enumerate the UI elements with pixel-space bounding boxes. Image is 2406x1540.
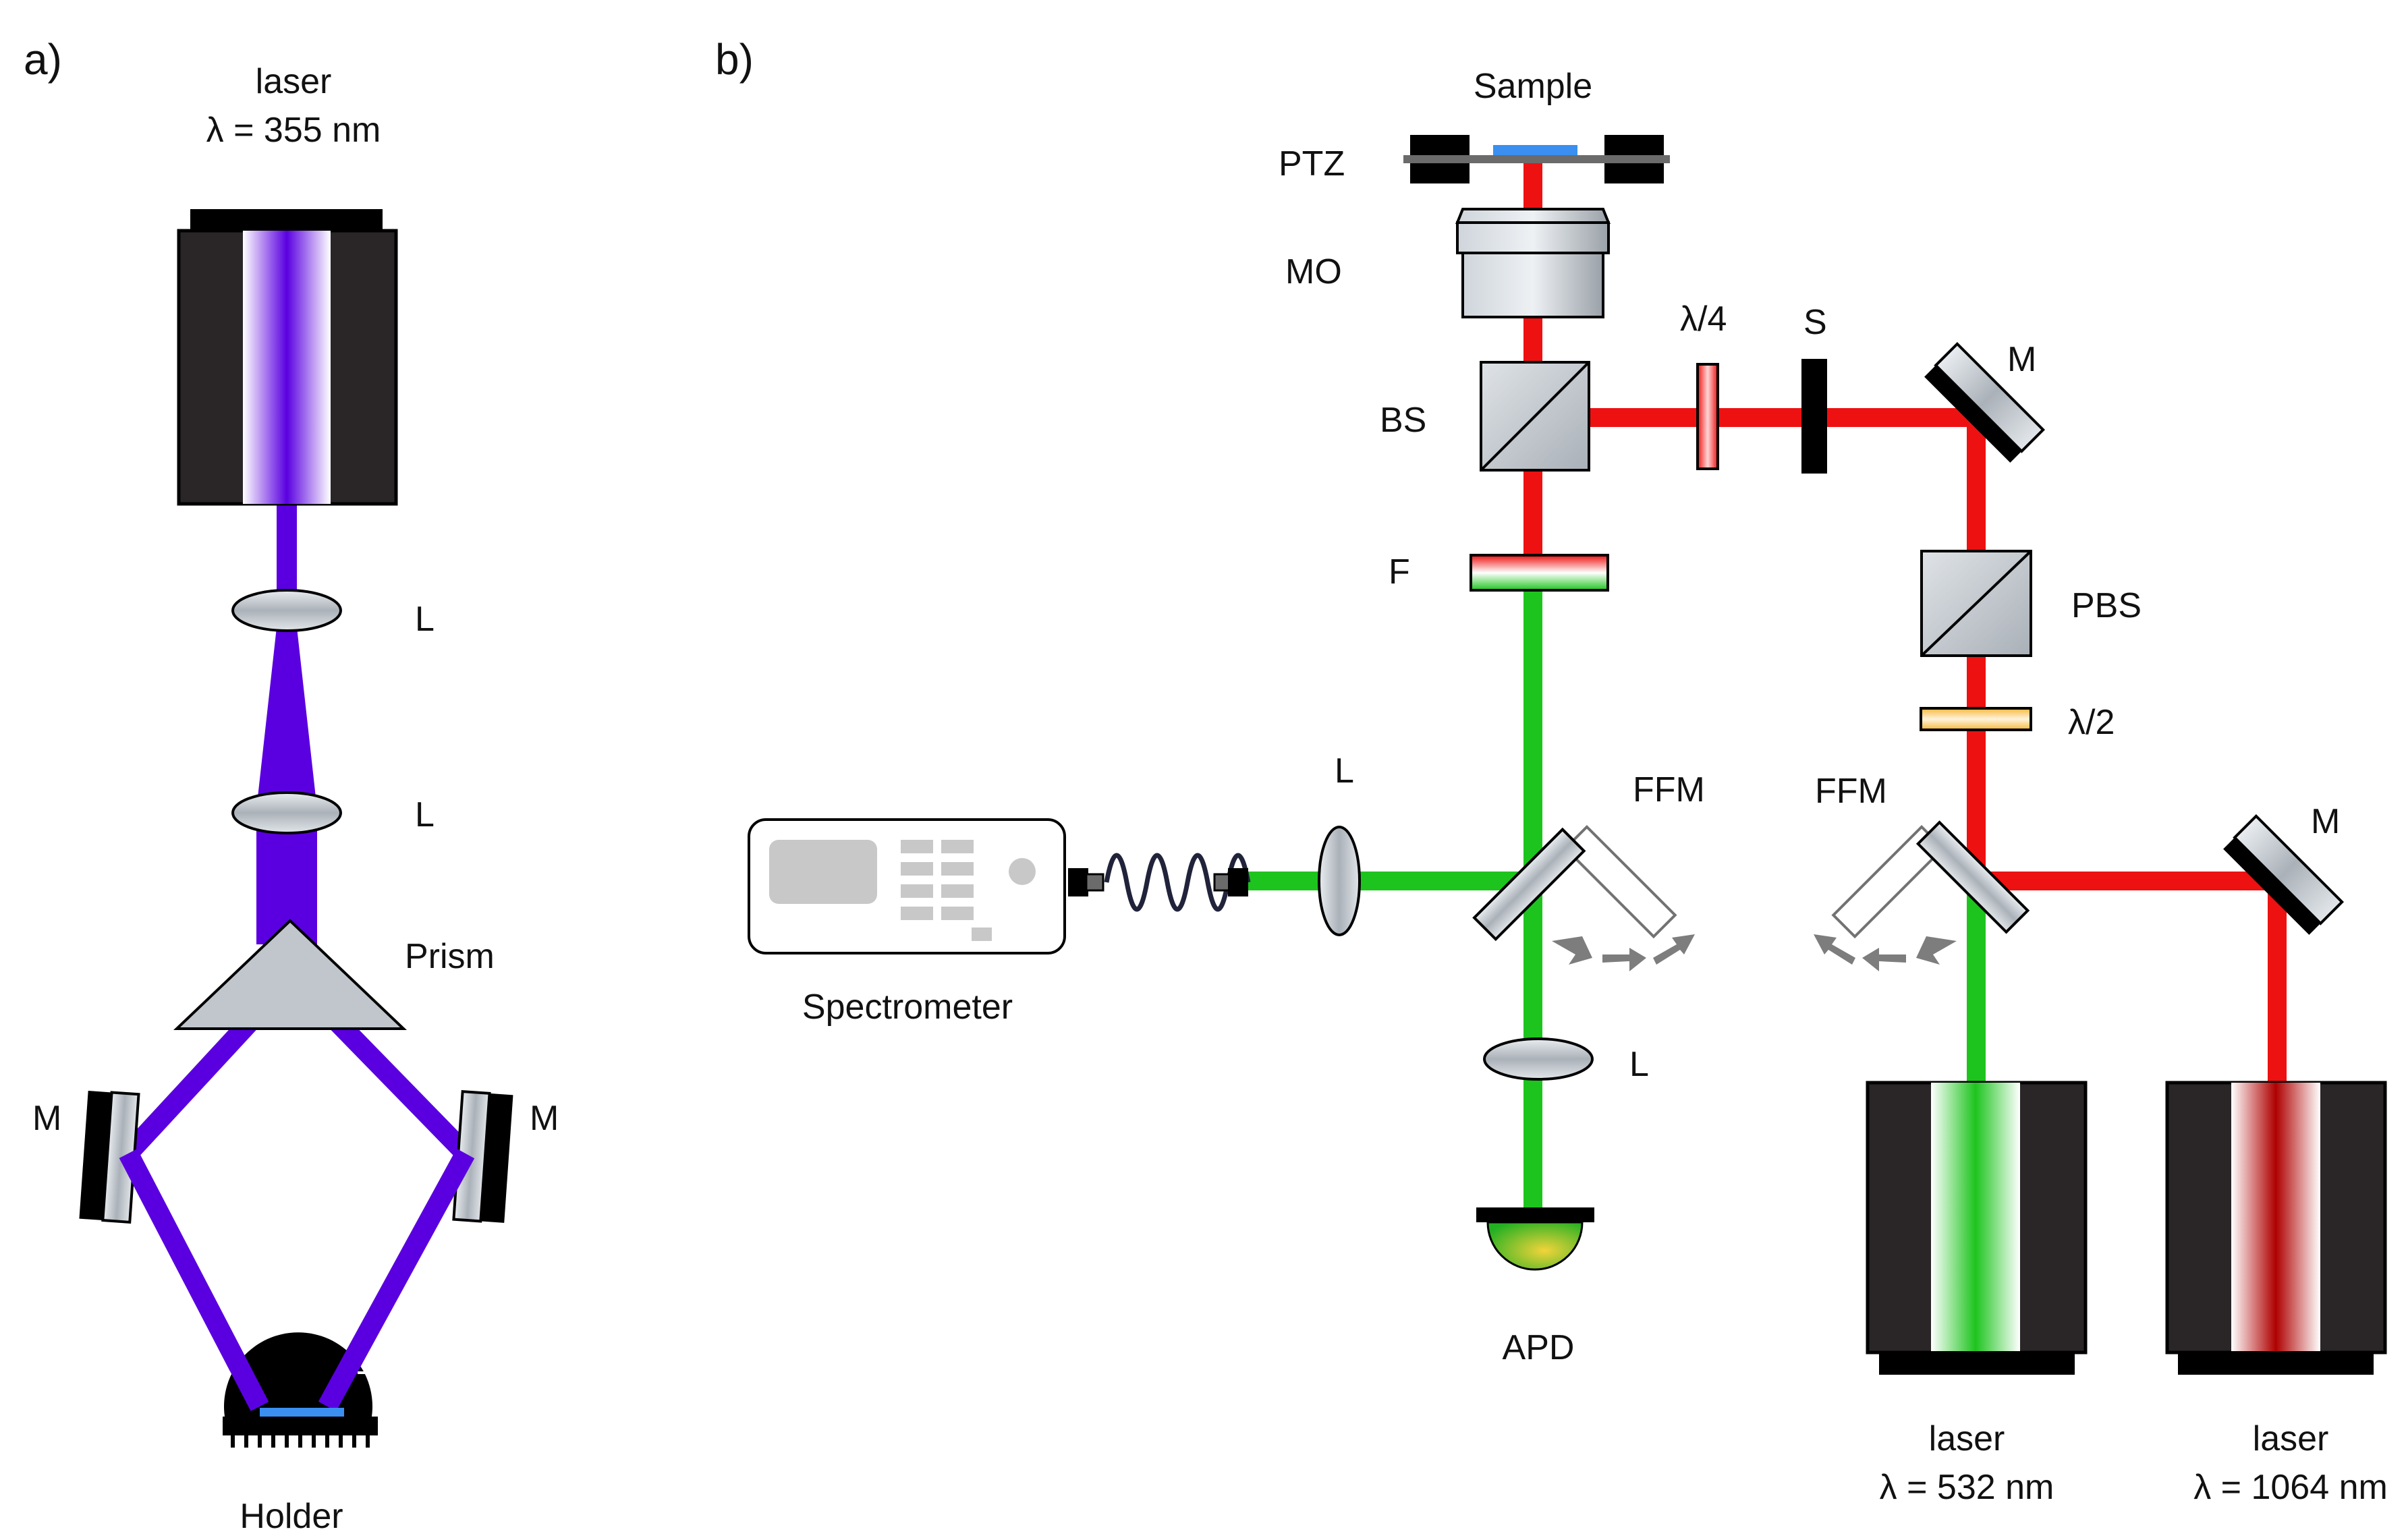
filter (1470, 554, 1609, 592)
apd-label: APD (1503, 1328, 1575, 1367)
mirror-b-bottom-label: M (2311, 802, 2340, 841)
shutter-label: S (1803, 303, 1827, 342)
sample-label: Sample (1474, 67, 1592, 106)
panel-a: a) laser λ = 355 nm L L Prism (24, 35, 559, 1536)
green-laser-wavelength: λ = 532 nm (1880, 1468, 2054, 1507)
lens-b-apd-label: L (1629, 1045, 1649, 1084)
mo-label: MO (1285, 252, 1342, 291)
spectrometer-label: Spectrometer (802, 988, 1013, 1027)
lens-a-top-label: L (415, 600, 435, 639)
flip-mirror-right (1814, 820, 2030, 971)
prism (173, 919, 407, 1030)
piezo-stage (1403, 135, 1670, 183)
ir-laser-wavelength: λ = 1064 nm (2193, 1468, 2388, 1507)
lens-b-apd (1483, 1037, 1594, 1081)
sample-slide (1493, 145, 1577, 155)
ir-laser (2165, 1081, 2387, 1375)
mirror-b-bottom (2223, 814, 2344, 935)
lens-a-bottom-label: L (415, 795, 435, 834)
quarter-wave-label: λ/4 (1680, 300, 1727, 339)
pbs-label: PBS (2071, 586, 2142, 625)
green-laser (1866, 1081, 2088, 1375)
mirror-a-right-label: M (530, 1099, 559, 1138)
half-wave-label: λ/2 (2068, 703, 2115, 742)
ffm-left-label: FFM (1633, 770, 1705, 809)
lens-b-fiber-label: L (1335, 751, 1354, 791)
panel-b-label: b) (715, 35, 754, 84)
flip-arrows-left (1552, 934, 1695, 971)
ffm-right-label: FFM (1815, 772, 1887, 811)
uv-laser-title: laser (256, 62, 332, 101)
flip-arrows-right (1814, 934, 1957, 971)
red-beam-path (1523, 155, 2287, 1100)
green-laser-title: laser (1929, 1419, 2005, 1458)
holder-label: Holder (240, 1497, 343, 1536)
ir-laser-title: laser (2253, 1419, 2329, 1458)
apd-detector (1476, 1207, 1594, 1271)
flip-mirror-left (1472, 824, 1695, 971)
quarter-wave-plate (1696, 363, 1719, 470)
sample-holder (119, 1148, 475, 1448)
ptz-label: PTZ (1279, 144, 1345, 183)
mirror-a-left-label: M (32, 1099, 61, 1138)
optical-fiber (1068, 853, 1251, 912)
lens-a-bottom (231, 791, 342, 834)
panel-b: b) Sample PTZ MO (715, 35, 2388, 1507)
polarizing-beam-splitter (1920, 550, 2032, 657)
spectrometer (748, 818, 1066, 954)
prism-label: Prism (405, 937, 495, 976)
panel-a-label: a) (24, 35, 62, 84)
filter-label: F (1389, 552, 1410, 592)
mirror-b-top (1924, 342, 2045, 463)
shutter (1801, 359, 1827, 474)
beam-splitter (1480, 361, 1590, 472)
uv-laser (177, 209, 398, 506)
mirror-a-right (452, 1089, 513, 1223)
lens-a-top (231, 589, 342, 632)
lens-b-fiber (1318, 826, 1361, 936)
uv-laser-wavelength: λ = 355 nm (206, 111, 381, 150)
bs-label: BS (1380, 401, 1426, 440)
half-wave-plate (1920, 707, 2032, 731)
microscope-objective (1455, 208, 1611, 318)
mirror-b-top-label: M (2007, 340, 2036, 379)
